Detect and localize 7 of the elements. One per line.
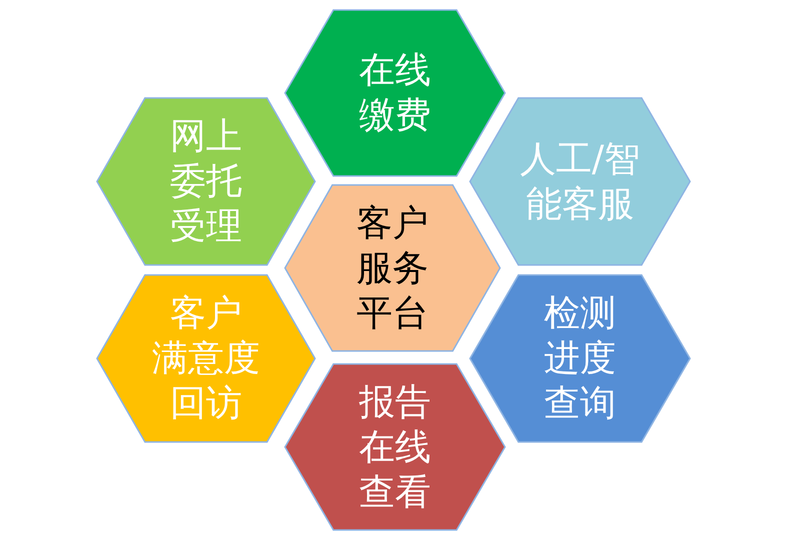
hexagon-label: 客户服务平台 (356, 202, 428, 336)
hexagon-label: 网上委托受理 (170, 115, 242, 249)
hexagon-label: 客户满意度回访 (152, 292, 260, 426)
hexagon-label: 人工/智能客服 (520, 138, 640, 226)
hexagon-label: 在线缴费 (359, 49, 431, 138)
hexagon-label: 检测进度查询 (544, 292, 616, 426)
hexagon-label: 报告在线查看 (359, 380, 431, 514)
